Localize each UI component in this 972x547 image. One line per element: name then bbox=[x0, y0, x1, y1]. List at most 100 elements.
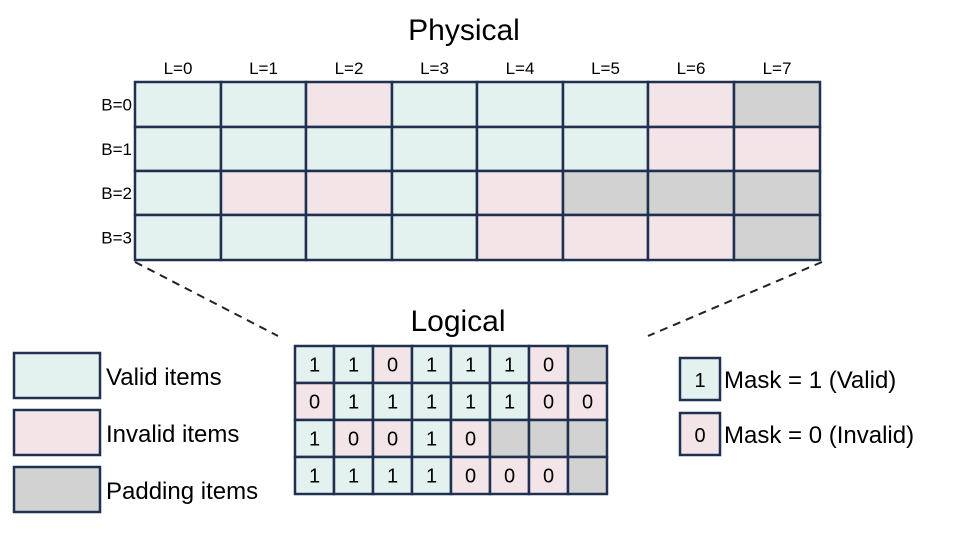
legend-label: Invalid items bbox=[106, 421, 239, 448]
column-label: L=6 bbox=[677, 59, 706, 78]
physical-cell bbox=[133, 80, 223, 129]
mask-legend-label: Mask = 1 (Valid) bbox=[724, 367, 896, 394]
logical-cell bbox=[566, 344, 609, 385]
physical-cell bbox=[133, 125, 223, 173]
physical-cell bbox=[732, 125, 822, 173]
logical-cell bbox=[410, 418, 453, 459]
mask-value: 1 bbox=[426, 466, 437, 488]
mask-value: 1 bbox=[348, 355, 359, 377]
legend-label: Padding items bbox=[106, 478, 258, 505]
mask-value: 1 bbox=[426, 392, 437, 414]
physical-title: Physical bbox=[408, 14, 520, 47]
physical-cell bbox=[475, 125, 565, 173]
physical-cell bbox=[646, 125, 736, 173]
physical-cell bbox=[732, 169, 822, 217]
logical-cell bbox=[293, 455, 336, 496]
physical-cell bbox=[561, 125, 650, 173]
logical-cell bbox=[566, 455, 609, 496]
mask-value: 0 bbox=[543, 392, 554, 414]
column-label: L=0 bbox=[164, 59, 193, 78]
logical-cell bbox=[566, 418, 609, 459]
physical-cell bbox=[646, 80, 736, 129]
physical-cell bbox=[304, 80, 394, 129]
column-label: L=1 bbox=[249, 59, 278, 78]
mask-value: 1 bbox=[387, 392, 398, 414]
row-label: B=1 bbox=[101, 140, 132, 159]
row-label: B=2 bbox=[101, 184, 132, 203]
physical-column-labels: L=0 L=1 L=2 L=3 L=4 L=5 L=6 L=7 bbox=[164, 59, 792, 78]
physical-cell bbox=[561, 213, 650, 262]
mask-value: 0 bbox=[582, 392, 593, 414]
zoom-line-left bbox=[134, 261, 279, 337]
physical-cell bbox=[219, 80, 308, 129]
physical-cell bbox=[732, 213, 822, 262]
column-label: L=2 bbox=[335, 59, 364, 78]
zoom-line-right bbox=[647, 261, 823, 337]
row-label: B=3 bbox=[101, 229, 132, 248]
physical-cell bbox=[390, 169, 479, 217]
physical-cell bbox=[646, 169, 736, 217]
mask-value: 0 bbox=[387, 429, 398, 451]
physical-cell bbox=[646, 213, 736, 262]
mask-value: 1 bbox=[348, 466, 359, 488]
mask-legend-swatch bbox=[678, 356, 722, 402]
physical-cell bbox=[133, 169, 223, 217]
mask-legend-label: Mask = 0 (Invalid) bbox=[724, 422, 914, 449]
physical-cell bbox=[219, 213, 308, 262]
logical-cell bbox=[527, 455, 570, 496]
mask-legend-value: 1 bbox=[694, 370, 705, 392]
physical-grid bbox=[133, 80, 822, 262]
physical-row-labels: B=0B=1B=2B=3 bbox=[101, 96, 132, 248]
legend-mask-values: 1 Mask = 1 (Valid) 0 Mask = 0 (Invalid) bbox=[678, 356, 914, 457]
legend-swatch bbox=[12, 408, 102, 457]
physical-cell bbox=[304, 169, 394, 217]
physical-cell bbox=[133, 213, 223, 262]
column-label: L=7 bbox=[763, 59, 792, 78]
mask-value: 0 bbox=[543, 355, 554, 377]
mask-value: 1 bbox=[426, 355, 437, 377]
mask-value: 0 bbox=[504, 466, 515, 488]
mask-value: 1 bbox=[504, 392, 515, 414]
column-label: L=3 bbox=[420, 59, 449, 78]
logical-cell bbox=[488, 418, 531, 459]
mask-value: 0 bbox=[465, 466, 476, 488]
physical-cell bbox=[304, 125, 394, 173]
physical-cell bbox=[390, 80, 479, 129]
logical-cell bbox=[527, 418, 570, 459]
logical-title: Logical bbox=[410, 305, 505, 338]
legend-swatch bbox=[12, 351, 102, 400]
mask-value: 0 bbox=[465, 429, 476, 451]
physical-cell bbox=[304, 213, 394, 262]
mask-value: 0 bbox=[387, 355, 398, 377]
legend-label: Valid items bbox=[106, 364, 222, 391]
physical-cell bbox=[732, 80, 822, 129]
physical-cell bbox=[561, 169, 650, 217]
mask-legend-swatch bbox=[678, 411, 722, 457]
physical-cell bbox=[390, 125, 479, 173]
logical-cell bbox=[293, 381, 336, 422]
mask-value: 1 bbox=[348, 392, 359, 414]
mask-legend-value: 0 bbox=[694, 425, 705, 447]
mask-value: 1 bbox=[426, 429, 437, 451]
physical-cell bbox=[219, 125, 308, 173]
row-label: B=0 bbox=[101, 96, 132, 115]
mask-value: 1 bbox=[309, 466, 320, 488]
physical-cell bbox=[475, 213, 565, 262]
mask-value: 1 bbox=[465, 392, 476, 414]
column-label: L=5 bbox=[591, 59, 620, 78]
logical-cell bbox=[371, 455, 414, 496]
physical-cell bbox=[561, 80, 650, 129]
physical-cell bbox=[475, 80, 565, 129]
logical-cell bbox=[332, 418, 375, 459]
mask-value: 1 bbox=[309, 429, 320, 451]
legend-swatch bbox=[12, 465, 102, 514]
physical-cell bbox=[219, 169, 308, 217]
logical-cell bbox=[449, 418, 492, 459]
physical-cell bbox=[390, 213, 479, 262]
mask-value: 1 bbox=[387, 466, 398, 488]
logical-cell bbox=[371, 381, 414, 422]
physical-cell bbox=[475, 169, 565, 217]
column-label: L=4 bbox=[506, 59, 535, 78]
